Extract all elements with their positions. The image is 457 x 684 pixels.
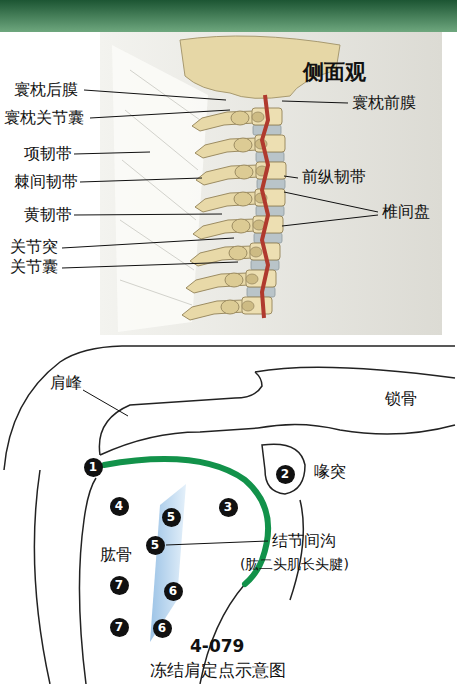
callout-circle: 7 bbox=[110, 576, 129, 595]
callout-circle: 5 bbox=[146, 536, 165, 555]
image-panel bbox=[100, 32, 442, 335]
part-label: 黄韧带 bbox=[24, 205, 72, 224]
part-label: 前纵韧带 bbox=[302, 167, 366, 186]
part-label: 锁骨 bbox=[385, 389, 417, 408]
callout-number: 6 bbox=[169, 585, 177, 597]
callout-number: 1 bbox=[89, 461, 97, 473]
callout-circle: 1 bbox=[84, 458, 103, 477]
part-label: (肱二头肌长头腱) bbox=[240, 556, 349, 573]
shoulder-outline bbox=[4, 346, 455, 684]
bicipital-groove bbox=[150, 484, 186, 642]
callout-number: 7 bbox=[115, 579, 123, 591]
figure-number: 4-079 bbox=[190, 636, 244, 656]
callout-number: 5 bbox=[167, 511, 175, 523]
part-label: 寰枕关节囊 bbox=[4, 108, 84, 127]
callout-number: 7 bbox=[115, 621, 123, 633]
callout-circle: 7 bbox=[110, 618, 129, 637]
figure-caption: 冻结肩定点示意图 bbox=[150, 660, 286, 680]
part-label: 寰枕后膜 bbox=[14, 80, 78, 99]
part-label: 项韧带 bbox=[24, 144, 72, 163]
callout-number: 2 bbox=[281, 468, 289, 480]
part-label: 寰枕前膜 bbox=[352, 93, 416, 112]
panel-title: 侧面观 bbox=[303, 60, 366, 85]
part-label: 喙突 bbox=[314, 462, 346, 481]
callout-circle: 5 bbox=[162, 508, 181, 527]
callout-circle: 6 bbox=[153, 619, 172, 638]
header-band bbox=[0, 0, 457, 32]
callout-circle: 6 bbox=[164, 582, 183, 601]
part-label: 肩峰 bbox=[50, 373, 82, 392]
callout-circle: 3 bbox=[219, 498, 238, 517]
part-label: 棘间韧带 bbox=[14, 172, 78, 191]
ligament-fibers bbox=[120, 70, 200, 305]
callout-circle: 2 bbox=[276, 465, 295, 484]
part-label: 结节间沟 bbox=[272, 531, 336, 550]
part-label: 肱骨 bbox=[100, 545, 132, 564]
callout-circle: 4 bbox=[110, 497, 129, 516]
callout-number: 3 bbox=[224, 501, 232, 513]
leader-lines bbox=[83, 390, 268, 545]
callout-number: 5 bbox=[151, 539, 159, 551]
vertebral-artery bbox=[262, 95, 268, 318]
part-label: 椎间盘 bbox=[382, 202, 430, 221]
part-label: 关节突 关节囊 bbox=[10, 237, 60, 277]
callout-number: 6 bbox=[158, 622, 166, 634]
leader-lines bbox=[62, 90, 378, 268]
callout-number: 4 bbox=[115, 500, 123, 512]
